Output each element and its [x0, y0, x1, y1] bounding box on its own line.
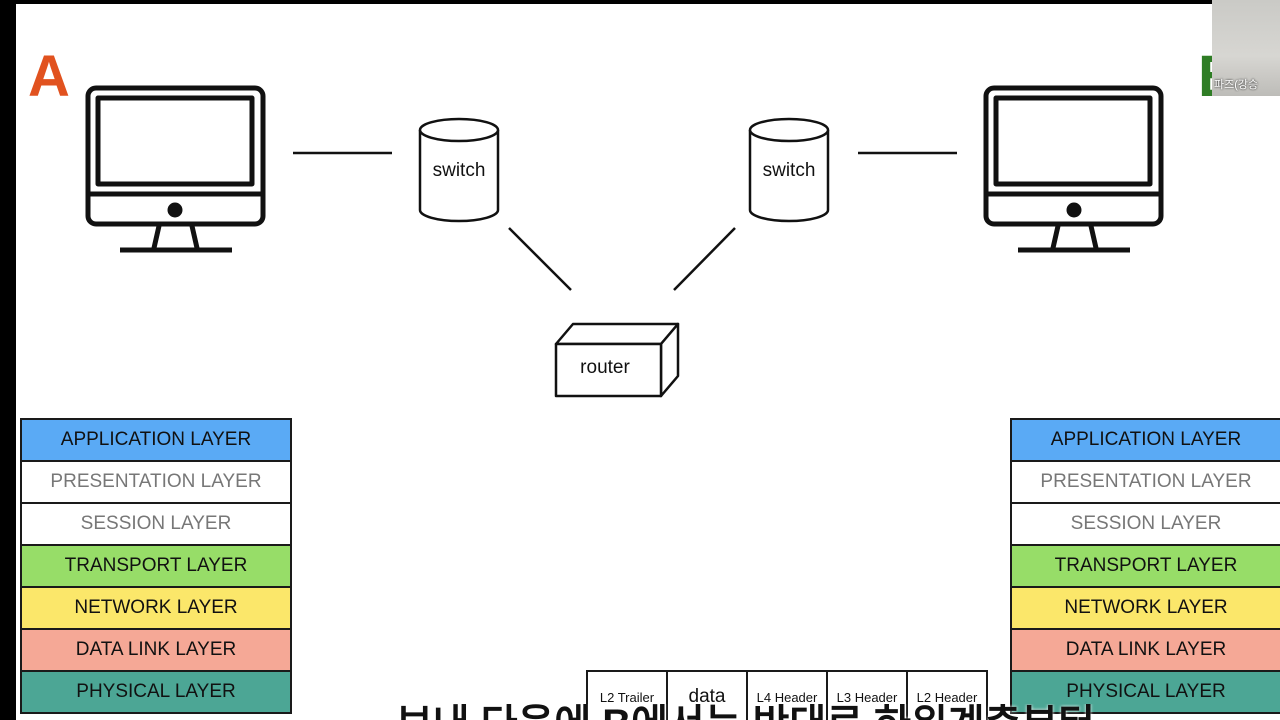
layer-application-a: APPLICATION LAYER	[22, 420, 290, 460]
osi-stack-a: APPLICATION LAYER PRESENTATION LAYER SES…	[20, 418, 292, 714]
network-diagram: switch switch router	[85, 85, 1164, 398]
caption-subtitle: 보내 다음에 B에서는 반대로 하위계층부터	[396, 704, 1156, 720]
switch-right-icon	[748, 117, 830, 223]
endpoint-a-label: A	[28, 44, 70, 109]
layer-application-b: APPLICATION LAYER	[1012, 420, 1280, 460]
computer-a-icon	[85, 85, 266, 253]
layer-data-link-b: DATA LINK LAYER	[1012, 630, 1280, 670]
layer-session-a: SESSION LAYER	[22, 504, 290, 544]
webcam-thumbnail	[1212, 0, 1280, 96]
switch-left-label: switch	[433, 160, 486, 181]
router-label: router	[580, 357, 630, 378]
osi-stack-b: APPLICATION LAYER PRESENTATION LAYER SES…	[1010, 418, 1280, 714]
packet-cell-data: data	[668, 672, 746, 720]
switch-left-icon	[418, 117, 500, 223]
packet-cell-l4-header: L4 Header	[748, 672, 826, 720]
link-switch-router-left	[508, 227, 572, 291]
layer-network-b: NETWORK LAYER	[1012, 588, 1280, 628]
layer-transport-b: TRANSPORT LAYER	[1012, 546, 1280, 586]
layer-physical-a: PHYSICAL LAYER	[22, 672, 290, 712]
layer-presentation-b: PRESENTATION LAYER	[1012, 462, 1280, 502]
network-links	[293, 151, 957, 291]
layer-network-a: NETWORK LAYER	[22, 588, 290, 628]
packet-cell-l3-header: L3 Header	[828, 672, 906, 720]
layer-data-link-a: DATA LINK LAYER	[22, 630, 290, 670]
router-icon	[554, 322, 680, 398]
layer-presentation-a: PRESENTATION LAYER	[22, 462, 290, 502]
webcam-participant-name: 파즈(강승	[1214, 79, 1259, 91]
link-switch-router-right	[673, 227, 736, 291]
layer-transport-a: TRANSPORT LAYER	[22, 546, 290, 586]
packet-frame: L2 Trailer data L4 Header L3 Header L2 H…	[586, 670, 988, 720]
computer-b-icon	[983, 85, 1164, 253]
layer-session-b: SESSION LAYER	[1012, 504, 1280, 544]
slide-canvas: A B	[16, 4, 1280, 720]
switch-right-label: switch	[763, 160, 816, 181]
packet-cell-l2-header: L2 Header	[908, 672, 986, 720]
layer-physical-b: PHYSICAL LAYER	[1012, 672, 1280, 712]
packet-cell-l2-trailer: L2 Trailer	[588, 672, 666, 720]
